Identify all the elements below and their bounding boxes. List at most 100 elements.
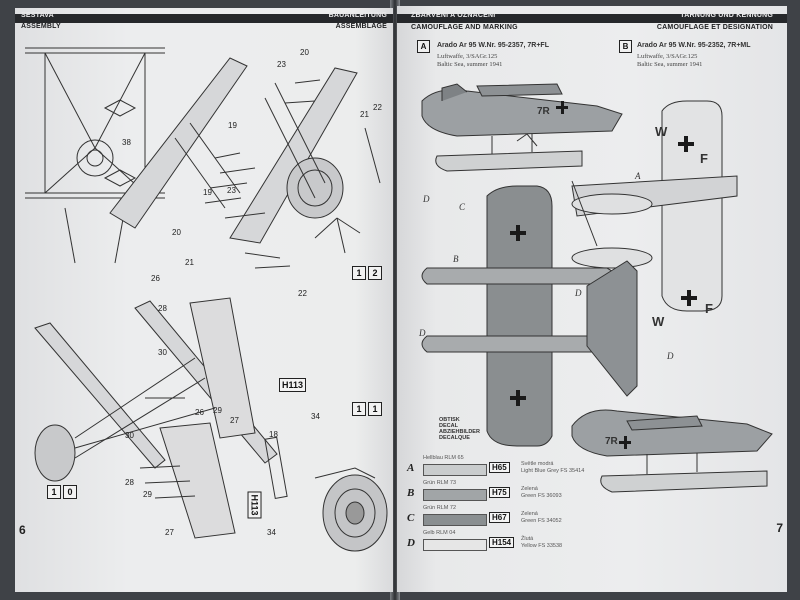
part-number: 26	[195, 408, 204, 417]
assembly-drawing	[25, 47, 388, 552]
part-number: 28	[125, 478, 134, 487]
step-digit: 1	[352, 266, 366, 280]
part-number: 30	[158, 348, 167, 357]
part-number: 22	[373, 103, 382, 112]
color-callout: D	[667, 351, 674, 361]
header-right-line2: CAMOUFLAGE ET DESIGNATION	[656, 24, 773, 31]
legend-name-cz: Zelená	[521, 511, 538, 517]
color-callout: C	[459, 202, 466, 212]
page-number: 7	[776, 521, 783, 535]
right-page-camouflage: ZBARVENÍ A OZNAČENÍ CAMOUFLAGE AND MARKI…	[397, 6, 787, 592]
step-number-box-c: 1 0	[47, 485, 77, 499]
header-bar	[15, 14, 393, 23]
legend-letter: B	[407, 487, 415, 499]
legend-swatch	[423, 539, 487, 551]
legend-swatch	[423, 489, 487, 501]
color-callout: D	[419, 328, 426, 338]
color-callout: D	[423, 194, 430, 204]
part-number: 34	[267, 528, 276, 537]
part-number: 26	[151, 274, 160, 283]
step-digit: 2	[368, 266, 382, 280]
part-number: 19	[228, 121, 237, 130]
part-number: 27	[165, 528, 174, 537]
legend-letter: A	[407, 462, 415, 474]
color-callout: B	[453, 254, 459, 264]
legend-german-name: Gelb RLM 04	[423, 530, 456, 536]
part-number: 34	[311, 412, 320, 421]
part-number: 23	[277, 60, 286, 69]
decal-label-en: DECAL	[439, 423, 458, 429]
step-number-box-b: 1 1	[352, 402, 382, 416]
legend-letter: C	[407, 512, 415, 524]
fuselage-code-a: 7R	[537, 106, 550, 117]
scheme-b-location: Baltic Sea, summer 1941	[637, 61, 703, 68]
header-left-line2: ASSEMBLY	[21, 23, 61, 30]
header-left-line1: ZBARVENÍ A OZNAČENÍ	[411, 12, 496, 19]
decal-label-fr: DECALQUE	[439, 435, 470, 441]
page-number: 6	[19, 523, 26, 537]
legend-code: H154	[489, 537, 515, 548]
wing-code-top: F	[700, 151, 708, 166]
legend-name-en: Light Blue Grey FS 35414	[521, 467, 585, 474]
legend-german-name: Grün RLM 73	[423, 480, 457, 486]
header-bar	[397, 14, 787, 23]
legend-code: H75	[489, 487, 510, 498]
color-callout: D	[575, 288, 582, 298]
legend-name-cz: Žlutá	[521, 536, 534, 542]
part-number: 20	[172, 228, 181, 237]
legend-code: H65	[489, 462, 510, 473]
paint-code-box: H113	[279, 378, 307, 392]
scheme-b-info: Luftwaffe, 3/SAGr.125 Baltic Sea, summer…	[637, 53, 702, 69]
legend-swatch	[423, 464, 487, 476]
legend-swatch	[423, 514, 487, 526]
legend-letter: D	[407, 537, 415, 549]
part-number: 38	[122, 138, 131, 147]
legend-code: H67	[489, 512, 510, 523]
fuselage-code-b: 7R	[605, 436, 618, 447]
header-right-line2: ASSEMBLAGE	[335, 23, 387, 30]
part-number: 29	[213, 406, 222, 415]
part-number: 23	[227, 186, 236, 195]
scheme-b-box: B	[619, 40, 632, 53]
part-number: 21	[360, 110, 369, 119]
decal-label-cz: OBTISK	[439, 417, 460, 423]
decal-label-de: ABZIEHBILDER	[439, 429, 480, 435]
header-left-line2: CAMOUFLAGE AND MARKING	[411, 24, 518, 31]
step-digit: 1	[352, 402, 366, 416]
decal-label: OBTISK DECAL ABZIEHBILDER DECALQUE	[439, 417, 480, 441]
book-gutter	[390, 0, 400, 600]
step-digit: 1	[47, 485, 61, 499]
legend-name-cz: Zelená	[521, 486, 538, 492]
left-page-assembly: SESTAVA ASSEMBLY BAUANLEITUNG ASSEMBLAGE	[15, 8, 393, 592]
step-digit: 0	[63, 485, 77, 499]
part-number: 27	[230, 416, 239, 425]
legend-name-en: Green FS 34052	[521, 517, 562, 524]
scheme-b-unit: Luftwaffe, 3/SAGr.125	[637, 53, 698, 60]
wing-letter-bottom: W	[652, 314, 665, 329]
part-number: 21	[185, 258, 194, 267]
scheme-a-location: Baltic Sea, summer 1941	[437, 61, 503, 68]
part-number: 22	[298, 289, 307, 298]
scheme-a-unit: Luftwaffe, 3/SAGr.125	[437, 53, 498, 60]
part-number: 30	[125, 431, 134, 440]
legend-name-en: Green FS 36093	[521, 492, 562, 499]
part-number: 18	[269, 430, 278, 439]
step-digit: 1	[368, 402, 382, 416]
legend-german-name: Hellblau RLM 65	[423, 455, 464, 461]
header-right-line1: TARNUNG UND KENNUNG	[680, 12, 773, 19]
camouflage-drawing	[421, 83, 773, 493]
part-number: 19	[203, 188, 212, 197]
wing-letter-top: W	[655, 124, 668, 139]
color-callout: A	[635, 171, 641, 181]
part-number: 20	[300, 48, 309, 57]
part-number: 29	[143, 490, 152, 499]
scheme-b-title: Arado Ar 95 W.Nr. 95-2352, 7R+ML	[637, 42, 751, 49]
scheme-a-title: Arado Ar 95 W.Nr. 95-2357, 7R+FL	[437, 42, 549, 49]
